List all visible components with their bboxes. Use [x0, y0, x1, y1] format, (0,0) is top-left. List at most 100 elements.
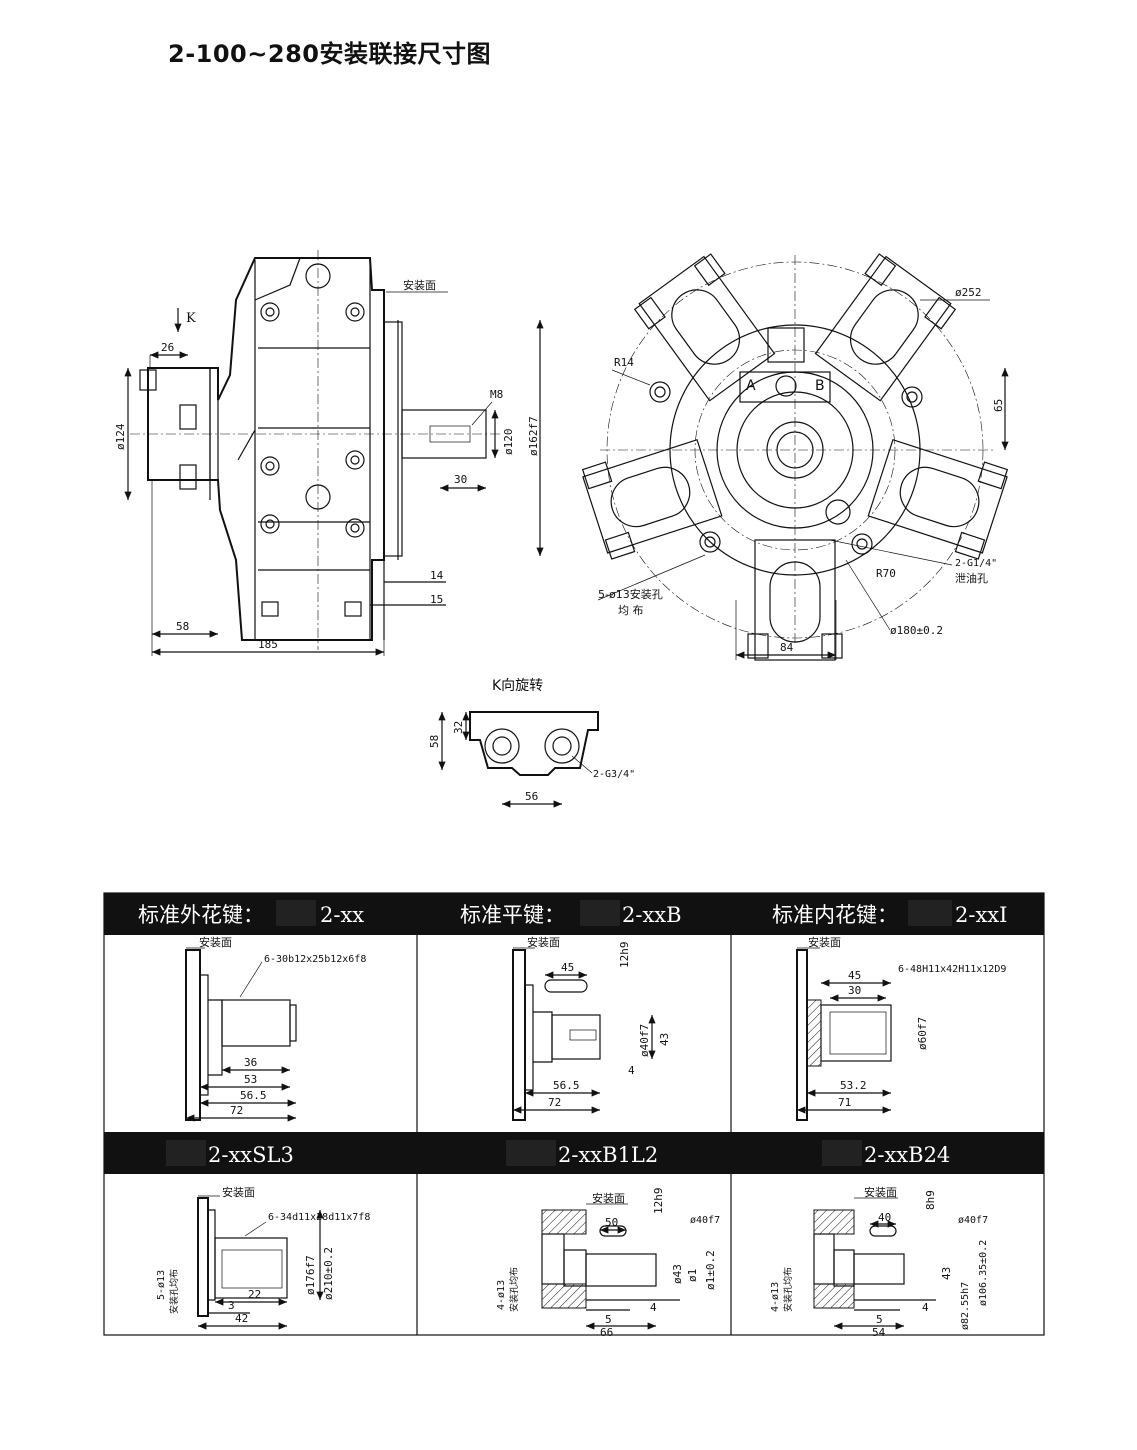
dim-252: ø252: [955, 286, 982, 299]
dim-k32: 32: [452, 721, 465, 734]
c1-d0: 45: [561, 961, 574, 974]
c3-d2: 22: [248, 1288, 261, 1301]
shaft-options-table: 标准外花键： 2-xx 标准平键： 2-xxB 标准内花键： 2-xxI 2-x…: [103, 892, 1045, 1340]
c4-d7: 5: [605, 1313, 612, 1326]
dim-185: 185: [258, 638, 278, 651]
c4-d4: ø1: [686, 1269, 699, 1282]
c5-d7: 54: [872, 1326, 886, 1339]
c3-d4: 42: [235, 1312, 248, 1325]
dim-g34: 2-G3/4": [593, 769, 635, 780]
c4-d1: 12h9: [652, 1188, 665, 1215]
c3-side2: 安装孔均布: [168, 1269, 180, 1314]
c2-d4: 71: [838, 1096, 851, 1109]
c5-d6: 5: [876, 1313, 883, 1326]
dim-r70: R70: [876, 567, 896, 580]
dim-58: 58: [176, 620, 189, 633]
c4-d2: ø40f7: [690, 1215, 720, 1226]
c2-d3: 53.2: [840, 1079, 867, 1092]
c1-mount: 安装面: [527, 935, 560, 949]
c5-mount: 安装面: [864, 1185, 897, 1199]
c1-d3: 43: [658, 1033, 671, 1046]
c0-mount: 安装面: [199, 935, 232, 949]
header-0-code: 2-xx: [320, 903, 364, 927]
cell-b1l2: 安装面 4-ø13 安装孔均布 50 12h9 ø40f7 ø43 ø1 ø1±…: [496, 1188, 720, 1340]
c0-d2: 56.5: [240, 1089, 267, 1102]
holes-label-2: 均 布: [618, 604, 644, 617]
dim-120: ø120: [502, 429, 515, 456]
header-2-prefix: 标准内花键：: [772, 903, 898, 927]
header-1-code: 2-xxB: [622, 903, 682, 927]
c5-d4: ø106.35±0.2: [978, 1240, 989, 1306]
dim-k56: 56: [525, 790, 538, 803]
k-label: K: [186, 311, 196, 326]
dim-26: 26: [161, 341, 174, 354]
c4-mount: 安装面: [592, 1191, 625, 1205]
c4-side2: 安装孔均布: [508, 1267, 520, 1312]
side-view: K: [114, 250, 544, 656]
c0-d1: 53: [244, 1073, 257, 1086]
dim-84: 84: [780, 641, 794, 654]
c4-d3: ø43: [671, 1264, 684, 1284]
c5-side: 4-ø13: [770, 1282, 781, 1312]
c0-d3: 72: [230, 1104, 243, 1117]
c0-d0: 36: [244, 1056, 257, 1069]
c3-side: 5-ø13: [156, 1270, 167, 1300]
dim-124: ø124: [114, 423, 127, 450]
c3-spec: 6-34d11x28d11x7f8: [268, 1212, 370, 1223]
dim-180: ø180±0.2: [890, 624, 943, 637]
front-view: A B ø252 R14 65 2-G1/4" 泄油孔 R70 5-ø13安装孔…: [581, 253, 1009, 661]
dim-30: 30: [454, 473, 467, 486]
dim-g14: 2-G1/4": [955, 558, 997, 569]
cell-external-spline: 安装面 6-30b12x25b12x6f8 36 53 56.5 72: [185, 935, 366, 1122]
c1-d4: 4: [628, 1064, 635, 1077]
c2-d0: 45: [848, 969, 861, 982]
header-5-code: 2-xxB24: [864, 1143, 950, 1167]
c1-d2: ø40f7: [638, 1024, 651, 1057]
dim-14: 14: [430, 569, 444, 582]
cell-internal-spline: 安装面 6-48H11x42H11x12D9 45 30 ø60f7 53.2 …: [796, 935, 1006, 1121]
c4-d0: 50: [605, 1216, 618, 1229]
c2-d2: ø60f7: [916, 1017, 929, 1050]
c5-d8: ø82.55h7: [960, 1282, 971, 1330]
c3-mount: 安装面: [222, 1185, 255, 1199]
c3-d0: ø176f7: [304, 1255, 317, 1295]
port-a-label: A: [746, 378, 756, 394]
header-3-code: 2-xxSL3: [208, 1143, 294, 1167]
c3-d1: ø210±0.2: [322, 1247, 335, 1300]
holes-label: 5-ø13安装孔: [598, 587, 663, 601]
dim-162: ø162f7: [527, 416, 540, 456]
drain-label: 泄油孔: [955, 571, 988, 585]
c5-side2: 安装孔均布: [782, 1267, 794, 1312]
k-view: K向旋转 58 32 2-G3/4" 56: [428, 678, 635, 808]
header-1-prefix: 标准平键：: [460, 903, 565, 927]
c3-d3: 3: [228, 1299, 235, 1312]
cell-flat-key: 安装面 45 12h9 ø40f7 43 4 56.5 72: [512, 935, 671, 1121]
c2-mount: 安装面: [808, 935, 841, 949]
c4-d8: 66: [600, 1326, 613, 1339]
cell-sl3: 安装面 6-34d11x28d11x7f8 5-ø13 安装孔均布 ø176f7…: [156, 1185, 370, 1330]
dim-15: 15: [430, 593, 443, 606]
dim-65: 65: [992, 399, 1005, 412]
mount-face-label: 安装面: [403, 278, 436, 292]
dim-k58: 58: [428, 735, 441, 748]
c4-d5: ø1±0.2: [704, 1250, 717, 1290]
c5-d1: 8h9: [924, 1190, 937, 1210]
port-b-label: B: [815, 378, 825, 394]
c5-d3: 43: [940, 1267, 953, 1280]
c5-d2: ø40f7: [958, 1215, 988, 1226]
header-0-prefix: 标准外花键：: [138, 903, 264, 927]
c0-spec: 6-30b12x25b12x6f8: [264, 954, 366, 965]
dim-m8: M8: [490, 388, 503, 401]
header-4-code: 2-xxB1L2: [558, 1143, 658, 1167]
cell-b24: 安装面 4-ø13 安装孔均布 40 8h9 ø40f7 43 ø106.35±…: [770, 1185, 989, 1339]
c2-d1: 30: [848, 984, 861, 997]
c4-d6: 4: [650, 1301, 657, 1314]
c1-d5: 56.5: [553, 1079, 580, 1092]
c1-d1: 12h9: [618, 942, 631, 969]
dim-r14: R14: [614, 356, 634, 369]
c4-side: 4-ø13: [496, 1280, 507, 1310]
c1-d6: 72: [548, 1096, 561, 1109]
c5-d0: 40: [878, 1211, 891, 1224]
header-2-code: 2-xxI: [955, 903, 1007, 927]
